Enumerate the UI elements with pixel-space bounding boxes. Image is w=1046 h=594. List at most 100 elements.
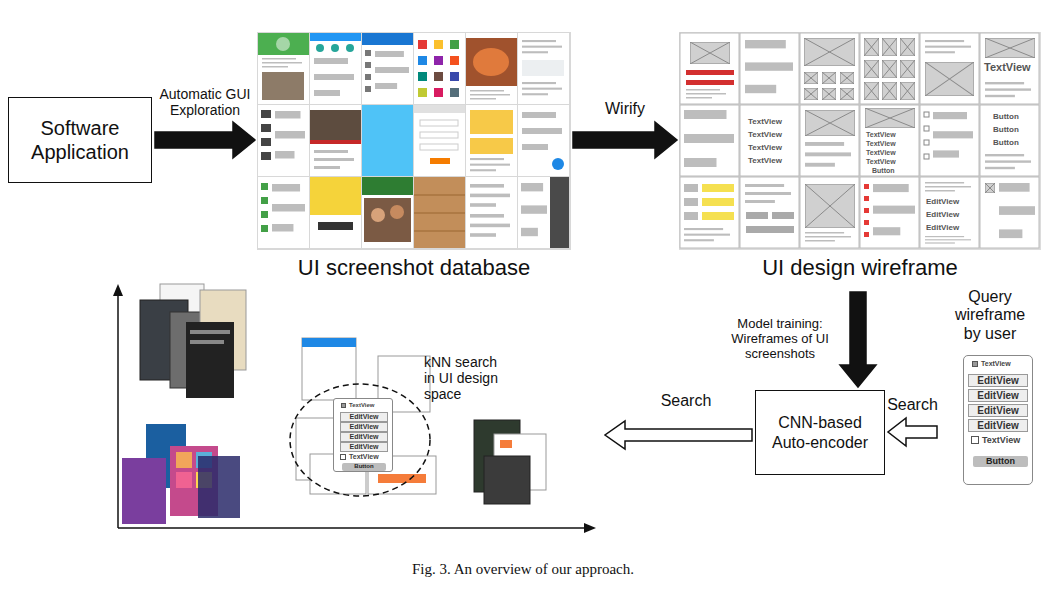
screenshot-collage-part xyxy=(310,140,361,144)
screenshot-collage-part xyxy=(434,72,443,81)
result-screenshots-part xyxy=(302,338,356,347)
screenshot-collage-part xyxy=(518,177,569,248)
screenshot-collage-part xyxy=(276,37,290,51)
wireframe-collage-part xyxy=(822,88,836,100)
result-screenshots-part xyxy=(198,456,240,518)
screenshot-collage-part xyxy=(418,72,427,81)
design-space-axes-part xyxy=(584,523,596,533)
wireframe-widget-text: Button xyxy=(872,167,895,174)
result-screenshots-part xyxy=(190,330,230,334)
process-box: CNN-based Auto-encoder xyxy=(755,390,885,475)
wireframe-widget-text: TextView xyxy=(866,149,896,156)
wireframe-collage-part-part xyxy=(680,105,739,176)
screenshot-collage-part xyxy=(522,82,562,95)
screenshot-collage-part xyxy=(466,105,517,176)
screenshot-collage-part xyxy=(362,177,413,248)
search-arrow xyxy=(605,421,752,449)
screenshot-collage-part xyxy=(310,177,361,248)
screenshot-collage-part xyxy=(466,33,517,104)
wireframe-widget-text: TextView xyxy=(748,131,782,139)
result-screenshots-part xyxy=(302,338,356,400)
wireframe-collage-part xyxy=(702,212,734,220)
wireframe-collage-part-part xyxy=(680,177,739,248)
screenshot-collage-part xyxy=(362,105,413,176)
wireframe-widget-text: Button xyxy=(993,139,1019,147)
result-screenshots-part xyxy=(378,474,426,483)
screenshot-collage-part xyxy=(414,33,465,104)
wireframe-collage xyxy=(679,32,1041,250)
wireframe-collage-part xyxy=(684,212,698,220)
screenshot-collage-part xyxy=(261,124,271,132)
wireframe-collage-part-part xyxy=(800,33,859,104)
wireframe-collage-part xyxy=(805,232,851,242)
screenshot-collage-part xyxy=(364,198,411,242)
screenshot-collage-part xyxy=(518,177,550,248)
screenshot-collage-part xyxy=(261,152,271,160)
node-text: Button xyxy=(342,463,386,471)
wireframe-collage-part xyxy=(925,62,974,96)
wireframe-collage-part xyxy=(864,184,869,189)
design-space-axes xyxy=(113,284,596,533)
knn-region: kNN search in UI design spaceTextViewEdi… xyxy=(288,352,516,498)
screenshot-collage-part xyxy=(522,112,562,150)
screenshot-collage-part xyxy=(258,33,309,104)
wireframe-collage-part xyxy=(690,42,730,64)
screenshot-collage-part xyxy=(310,33,361,41)
result-screenshots xyxy=(122,284,546,524)
wireframe-collage-part xyxy=(840,72,854,84)
edge-label: Search xyxy=(883,396,943,414)
wireframe-collage-part xyxy=(804,72,818,84)
wireframe-collage-part xyxy=(864,82,879,100)
wireframe-collage-part-part xyxy=(980,177,1039,248)
result-screenshots-part xyxy=(186,322,234,398)
screenshot-collage-part xyxy=(371,208,385,222)
screenshot-collage-part xyxy=(521,183,547,236)
wireframe-collage-part xyxy=(864,208,869,213)
screenshot-collage-part xyxy=(365,74,371,80)
edge-label: Automatic GUI Exploration xyxy=(150,86,260,118)
screenshot-collage-part xyxy=(272,184,305,232)
wireframe-collage-part-part xyxy=(860,105,919,176)
screenshot-collage-part xyxy=(314,58,354,96)
screenshot-collage-part xyxy=(450,56,459,65)
wireframe-collage-part-part xyxy=(920,33,979,104)
wireframe-collage-part xyxy=(985,183,995,193)
screenshot-collage-part xyxy=(258,105,309,176)
result-screenshots-part xyxy=(176,472,192,488)
screenshot-collage-part xyxy=(261,138,271,146)
design-space-axes-part xyxy=(118,527,588,529)
wireframe-widget-text: TextView xyxy=(748,118,782,126)
block-arrow xyxy=(840,292,876,387)
node-text: EditView xyxy=(968,374,1028,387)
wireframe-collage-part xyxy=(864,220,869,225)
wireframe-collage-part xyxy=(804,88,818,100)
screenshot-collage-part xyxy=(473,48,509,76)
node-text: TextView xyxy=(982,435,1020,445)
wireframe-collage-part xyxy=(805,142,851,167)
wireframe-collage-part xyxy=(805,110,855,136)
node-text: CNN-based Auto-encoder xyxy=(762,413,878,451)
wireframe-collage-part xyxy=(924,140,929,145)
screenshot-collage-part xyxy=(314,150,354,169)
wireframe-collage-part-part xyxy=(680,33,739,104)
wireframe-collage-part xyxy=(746,212,768,219)
screenshot-collage-part xyxy=(470,158,510,171)
process-box: Software Application xyxy=(8,97,152,183)
wireframe-widget-text: TextView xyxy=(866,158,896,165)
wireframe-collage-part-part xyxy=(980,33,1039,104)
screenshot-collage-part xyxy=(362,33,413,45)
wireframe-widget-text: TextView xyxy=(984,62,1031,73)
wireframe-collage-part xyxy=(882,38,897,56)
wireframe-collage-part xyxy=(772,212,794,219)
result-screenshots-part xyxy=(190,340,224,344)
toolbar-icon xyxy=(341,403,346,408)
screenshot-collage-part xyxy=(310,177,361,215)
screenshot-database: UI screenshot database xyxy=(258,33,570,289)
wireframe-collage-part xyxy=(985,38,1035,58)
screenshot-collage-part xyxy=(418,88,427,97)
block-arrow xyxy=(155,122,255,158)
screenshot-collage-part xyxy=(275,111,305,159)
screenshot-collage-part xyxy=(261,225,268,232)
